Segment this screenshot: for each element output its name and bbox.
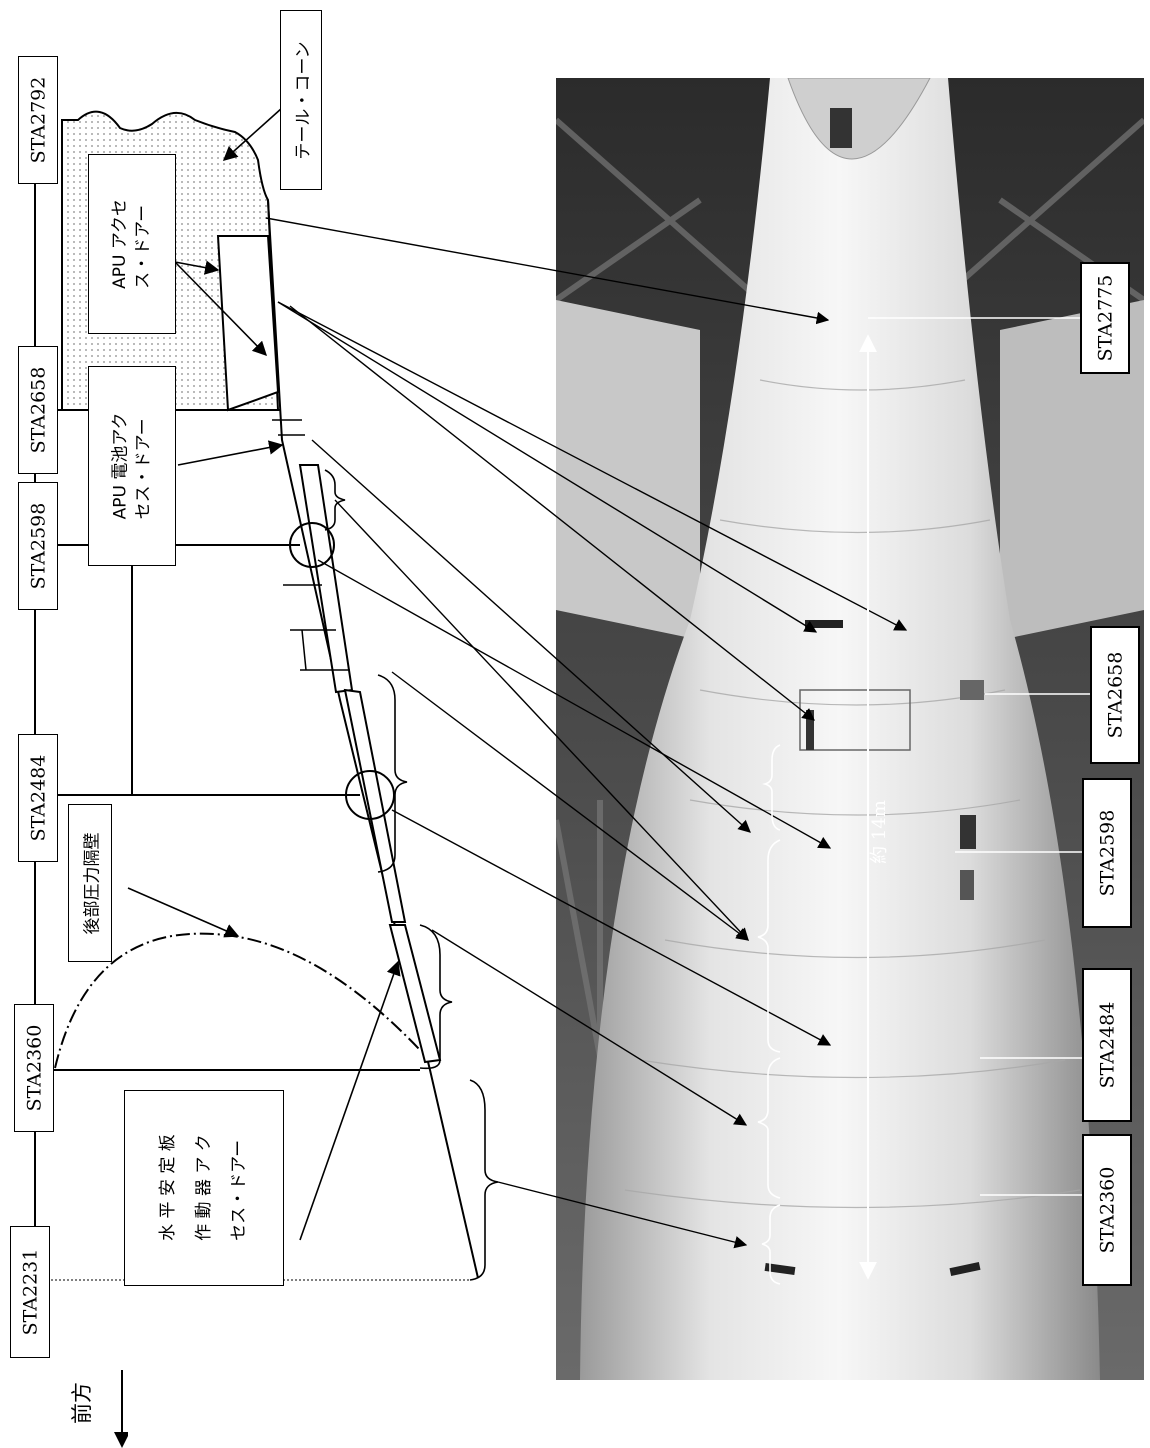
station-label-2658: STA2658 (18, 346, 58, 474)
station-label-2792: STA2792 (18, 56, 58, 184)
station-label-2360: STA2360 (14, 1004, 54, 1132)
apu-battery-door-label: APU 電池アクセス・ドアー (88, 366, 176, 566)
apu-access-door-label: APU アクセス・ドアー (88, 154, 176, 334)
photo-station-2598: STA2598 (1082, 778, 1132, 928)
aft-pressure-bulkhead-label: 後部圧力隔壁 (68, 804, 112, 962)
photo-station-2484: STA2484 (1082, 968, 1132, 1122)
fuselage-photo (556, 78, 1144, 1380)
length-label: 約 14m (869, 800, 890, 864)
photo-station-2360: STA2360 (1082, 1134, 1132, 1286)
photo-station-2775: STA2775 (1080, 262, 1130, 374)
fuselage-skin-line (267, 199, 479, 1279)
apu-access-door (216, 235, 280, 412)
stabilizer-actuator-door-label: 水 平 安 定 板作 動 器 ア クセス・ドアー (124, 1090, 284, 1286)
station-label-2484: STA2484 (18, 734, 58, 862)
forward-label: 前方 (70, 1382, 94, 1424)
photo-station-2658: STA2658 (1090, 626, 1140, 764)
station-label-2231: STA2231 (10, 1226, 50, 1358)
tail-cone-label: テール・コーン (280, 10, 322, 190)
station-label-2598: STA2598 (18, 482, 58, 610)
forward-arrow-icon (114, 1370, 128, 1448)
